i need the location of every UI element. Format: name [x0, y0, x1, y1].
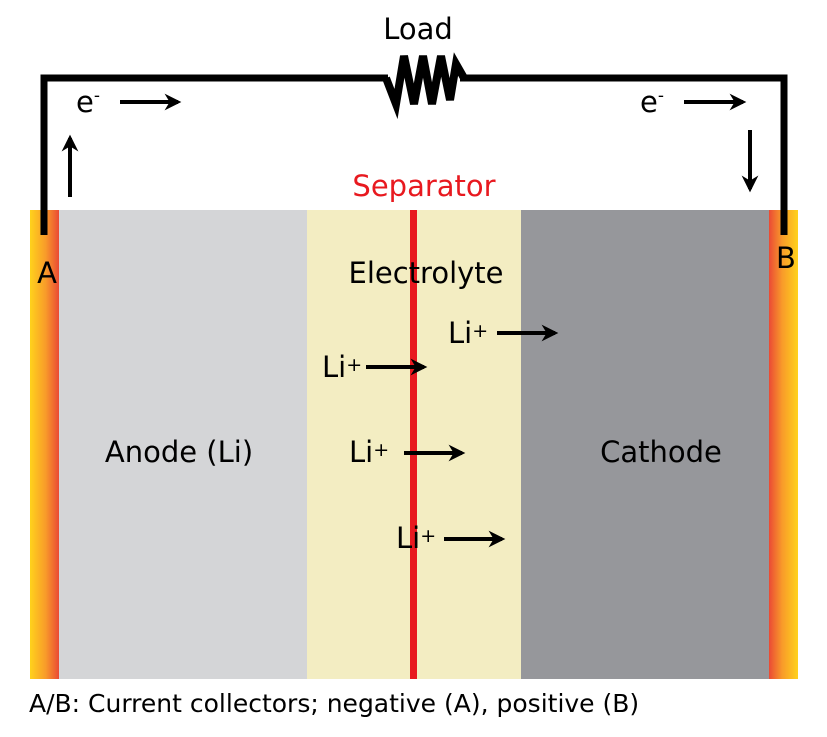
caption: A/B: Current collectors; negative (A), p…: [29, 689, 639, 718]
electron-label-left: e-: [76, 85, 100, 119]
anode-label: Anode (Li): [105, 435, 253, 469]
separator-line: [410, 210, 417, 679]
cathode-label: Cathode: [600, 435, 722, 469]
li-ion-label-4: Li+: [396, 521, 436, 555]
anode-region: [58, 210, 307, 679]
terminal-a-label: A: [37, 256, 57, 290]
current-collector-a: [30, 210, 59, 679]
circuit-wire-right: [460, 74, 788, 235]
load-label: Load: [383, 12, 453, 46]
current-collector-b: [769, 210, 798, 679]
electron-label-right: e-: [640, 85, 664, 119]
circuit-wire: [40, 74, 388, 235]
electrolyte-label: Electrolyte: [349, 256, 504, 290]
li-ion-label-1: Li+: [448, 316, 488, 350]
terminal-b-label: B: [776, 241, 796, 275]
separator-label: Separator: [352, 169, 495, 203]
load-resistor-icon: [382, 52, 468, 120]
li-ion-label-3: Li+: [349, 435, 389, 469]
cathode-region: [521, 210, 770, 679]
li-ion-label-2: Li+: [322, 350, 362, 384]
